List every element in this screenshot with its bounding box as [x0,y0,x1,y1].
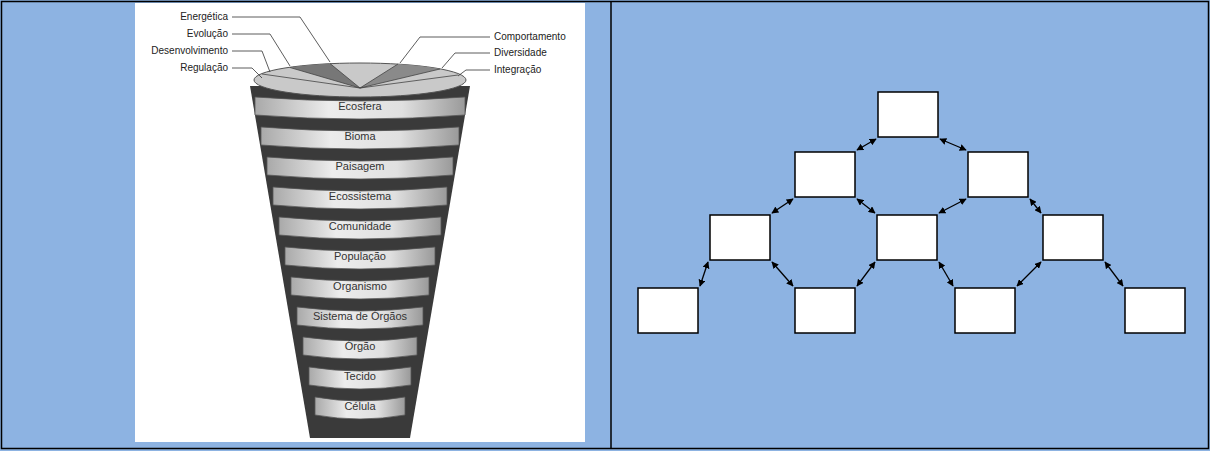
level-band: Bioma [261,123,459,150]
property-label: Diversidade [494,47,547,59]
level-name: Paisagem [267,153,453,180]
property-label: Comportamento [494,31,566,43]
disc-divisions [262,64,458,89]
level-name: Organismo [291,273,429,300]
level-band: Ecosfera [255,93,465,120]
level-band: Órgão [303,333,417,360]
level-name: População [285,243,435,270]
level-band: Ecossistema [273,183,447,210]
empty-arrow [700,139,1123,286]
level-band: Comunidade [279,213,441,240]
level-name: Célula [315,393,405,420]
level-band: Sistema de Órgãos [297,303,423,330]
empty-box [638,92,1185,333]
property-label: Energética [180,11,228,23]
level-name: Ecossistema [273,183,447,210]
level-name: Tecido [309,363,411,390]
level-name: Ecosfera [255,93,465,120]
disc-wedge [290,64,360,89]
level-band: População [285,243,435,270]
level-name: Órgão [303,333,417,360]
property-label: Desenvolvimento [151,45,228,57]
leader-lines [232,17,490,78]
level-name: Sistema de Órgãos [297,303,423,330]
property-label: Regulação [180,62,228,74]
level-name: Comunidade [279,213,441,240]
property-label: Integração [494,64,541,76]
property-label: Evolução [187,28,228,40]
funnel-shadow [250,86,470,438]
level-band: Tecido [309,363,411,390]
disc-wedge [360,64,440,88]
level-name: Bioma [261,123,459,150]
level-band: Paisagem [267,153,453,180]
level-band: Organismo [291,273,429,300]
picture-ground [135,3,585,442]
level-band: Célula [315,393,405,420]
table-divider [610,2,612,449]
top-disc [254,63,466,97]
